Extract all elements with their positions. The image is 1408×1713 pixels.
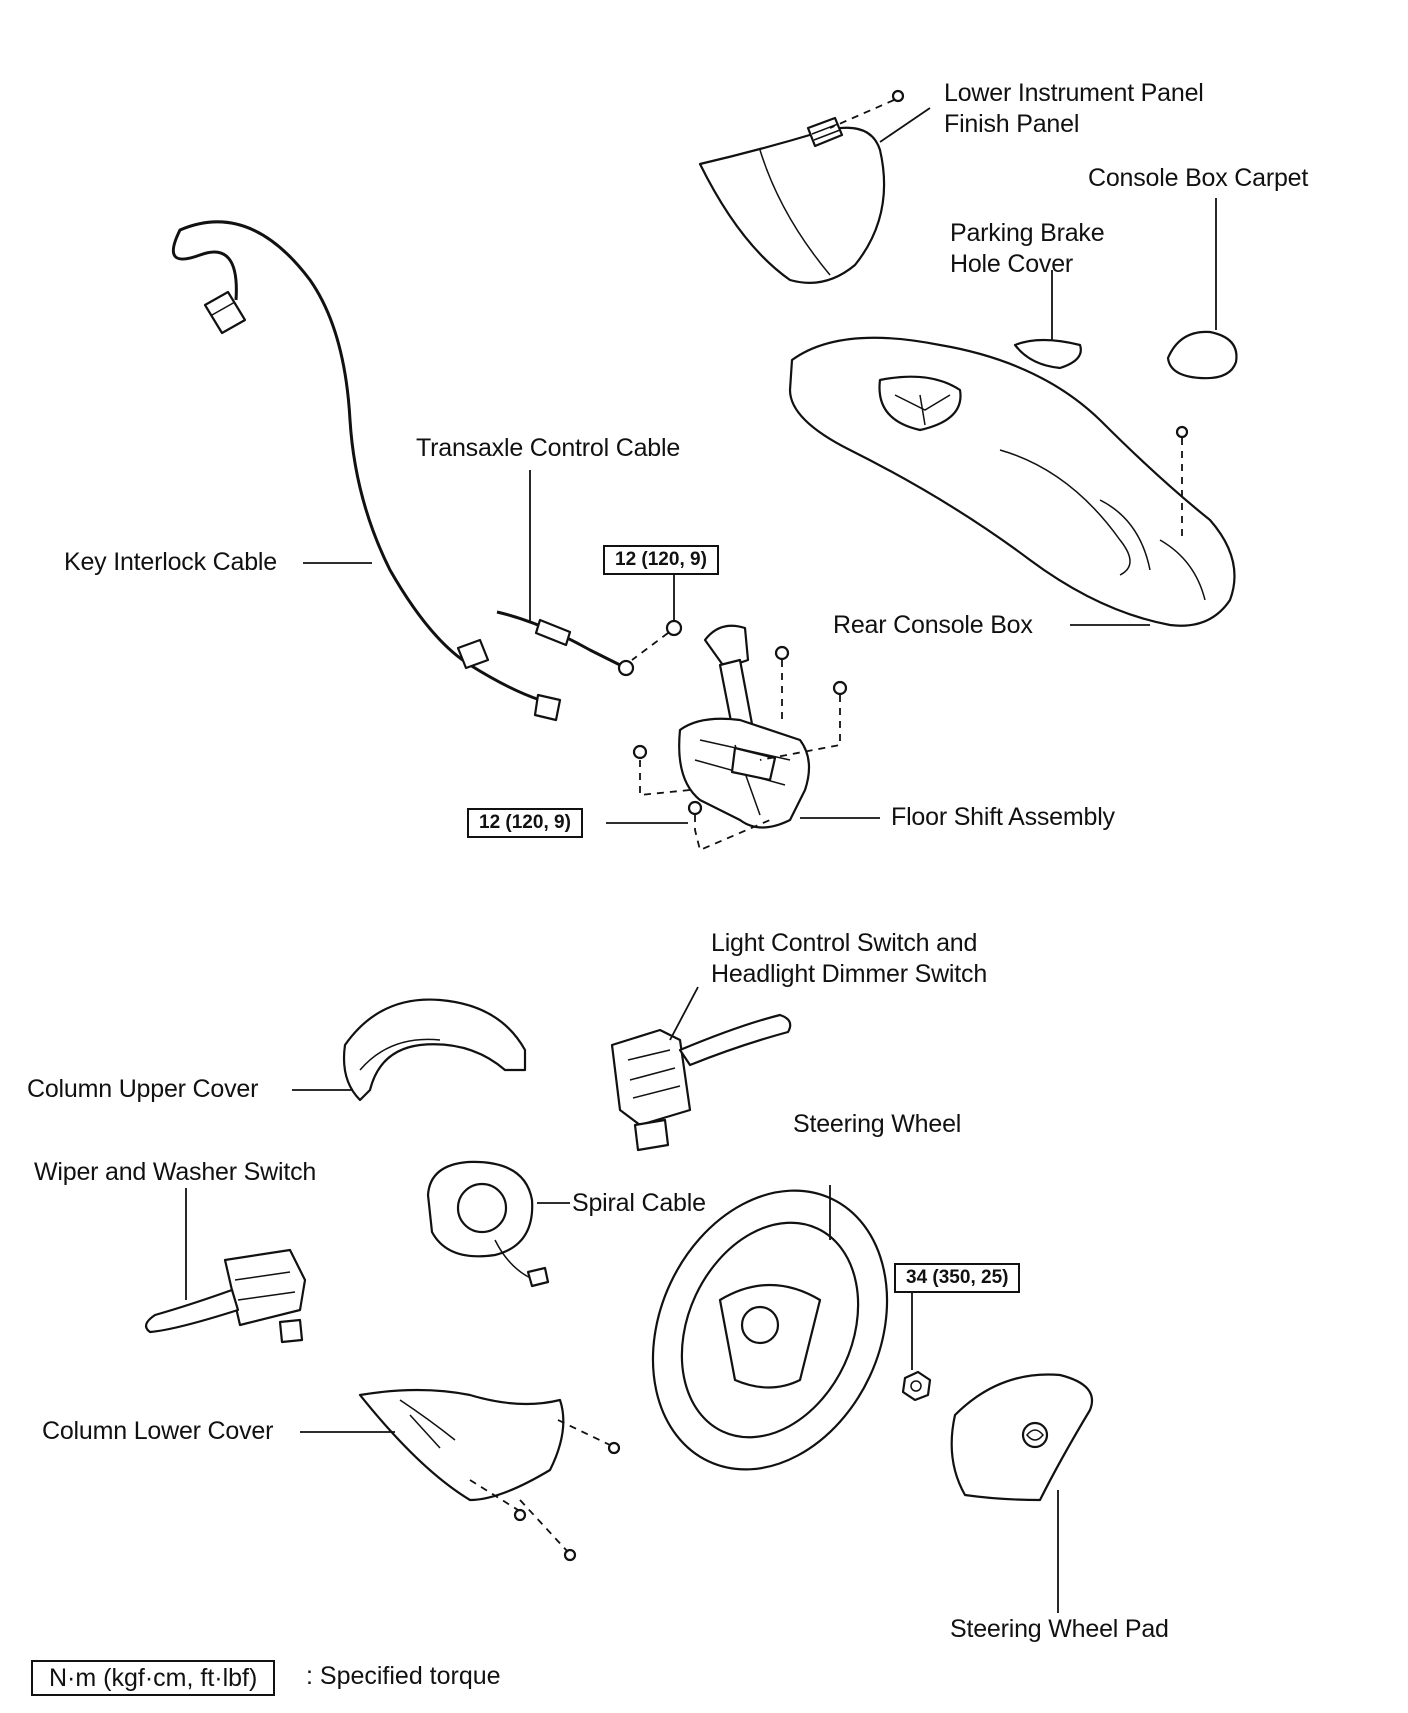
- torque-spec-shift-bolt: 12 (120, 9): [467, 808, 583, 838]
- label-parking-brake-line1: Parking Brake: [950, 219, 1105, 247]
- label-parking-brake-line2: Hole Cover: [950, 250, 1074, 278]
- column-lower-cover-part: [300, 1388, 621, 1562]
- key-interlock-cable-part: [171, 220, 562, 722]
- console-box-carpet-part: [1166, 198, 1238, 380]
- steering-wheel-pad-part: [950, 1373, 1093, 1613]
- column-upper-cover-part: [292, 998, 527, 1102]
- parking-brake-hole-cover-part: [1013, 270, 1082, 370]
- legend-torque-meaning: : Specified torque: [306, 1662, 501, 1690]
- label-lower-instrument-panel-line1: Lower Instrument Panel: [944, 79, 1204, 107]
- label-key-interlock-cable: Key Interlock Cable: [64, 548, 277, 576]
- label-steering-wheel: Steering Wheel: [793, 1110, 962, 1138]
- rear-console-box-part: [788, 336, 1236, 627]
- label-console-box-carpet: Console Box Carpet: [1088, 164, 1309, 192]
- label-steering-wheel-pad: Steering Wheel Pad: [950, 1615, 1169, 1643]
- torque-spec-steering-nut: 34 (350, 25): [894, 1263, 1021, 1293]
- legend-torque-unit-box: N·m (kgf·cm, ft·lbf): [31, 1660, 276, 1696]
- spiral-cable-part: [426, 1160, 570, 1288]
- label-transaxle-control-cable: Transaxle Control Cable: [416, 434, 681, 462]
- torque-spec-shift-nut: 12 (120, 9): [603, 545, 719, 575]
- wiper-washer-switch-part: [144, 1188, 307, 1344]
- label-spiral-cable: Spiral Cable: [572, 1189, 706, 1217]
- label-column-lower-cover: Column Lower Cover: [42, 1417, 274, 1445]
- label-floor-shift-assembly: Floor Shift Assembly: [891, 803, 1115, 831]
- steering-nut-part: [901, 1292, 932, 1402]
- steering-wheel-part: [651, 1185, 889, 1471]
- label-light-control-line1: Light Control Switch and: [711, 929, 978, 957]
- label-lower-instrument-panel-line2: Finish Panel: [944, 110, 1080, 138]
- label-rear-console-box: Rear Console Box: [833, 611, 1033, 639]
- label-column-upper-cover: Column Upper Cover: [27, 1075, 259, 1103]
- light-control-switch-part: [610, 986, 792, 1152]
- label-wiper-washer-switch: Wiper and Washer Switch: [34, 1158, 317, 1186]
- floor-shift-assembly-part: [606, 624, 880, 852]
- transaxle-control-cable-part: [496, 470, 683, 677]
- lower-instrument-panel-finish-panel-part: [698, 89, 931, 284]
- label-light-control-line2: Headlight Dimmer Switch: [711, 960, 988, 988]
